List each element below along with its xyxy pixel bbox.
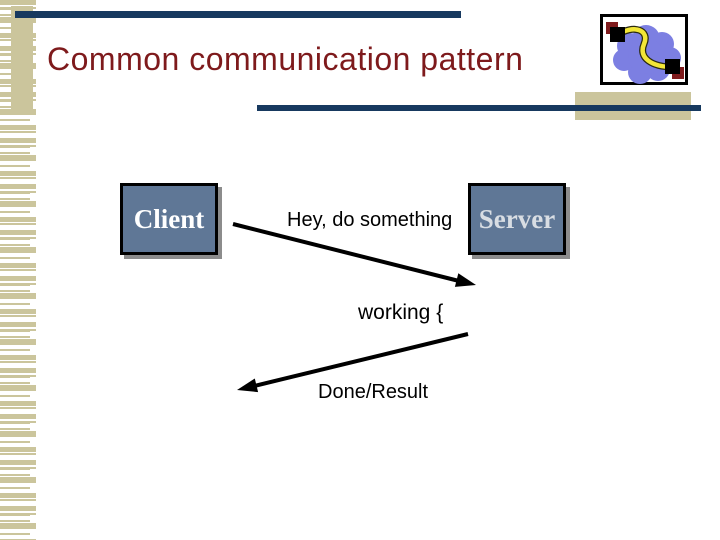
server-label: Server <box>478 203 556 234</box>
request-arrowhead <box>454 273 476 287</box>
client-label: Client <box>133 203 205 234</box>
working-label: working { <box>358 301 444 324</box>
response-label: Done/Result <box>318 381 429 403</box>
cloud-network-logo-icon <box>600 14 688 85</box>
response-arrowhead <box>237 378 259 393</box>
response-arrow-line <box>249 332 469 389</box>
title-rule <box>257 105 701 111</box>
request-arrow <box>232 222 476 287</box>
cloud-network-logo-svg <box>600 14 688 85</box>
client-box: Client <box>120 183 218 255</box>
logo-wire <box>614 27 676 70</box>
server-box: Server <box>468 183 566 255</box>
slide-title: Common communication pattern <box>47 41 524 77</box>
left-tan-block <box>11 6 33 110</box>
logo-connector-black-topleft <box>610 27 625 42</box>
top-rule <box>15 11 461 18</box>
request-label: Hey, do something <box>287 209 453 231</box>
request-arrow-line <box>232 222 464 284</box>
logo-connector-black-bottomright <box>665 59 680 74</box>
response-arrow <box>237 332 469 393</box>
